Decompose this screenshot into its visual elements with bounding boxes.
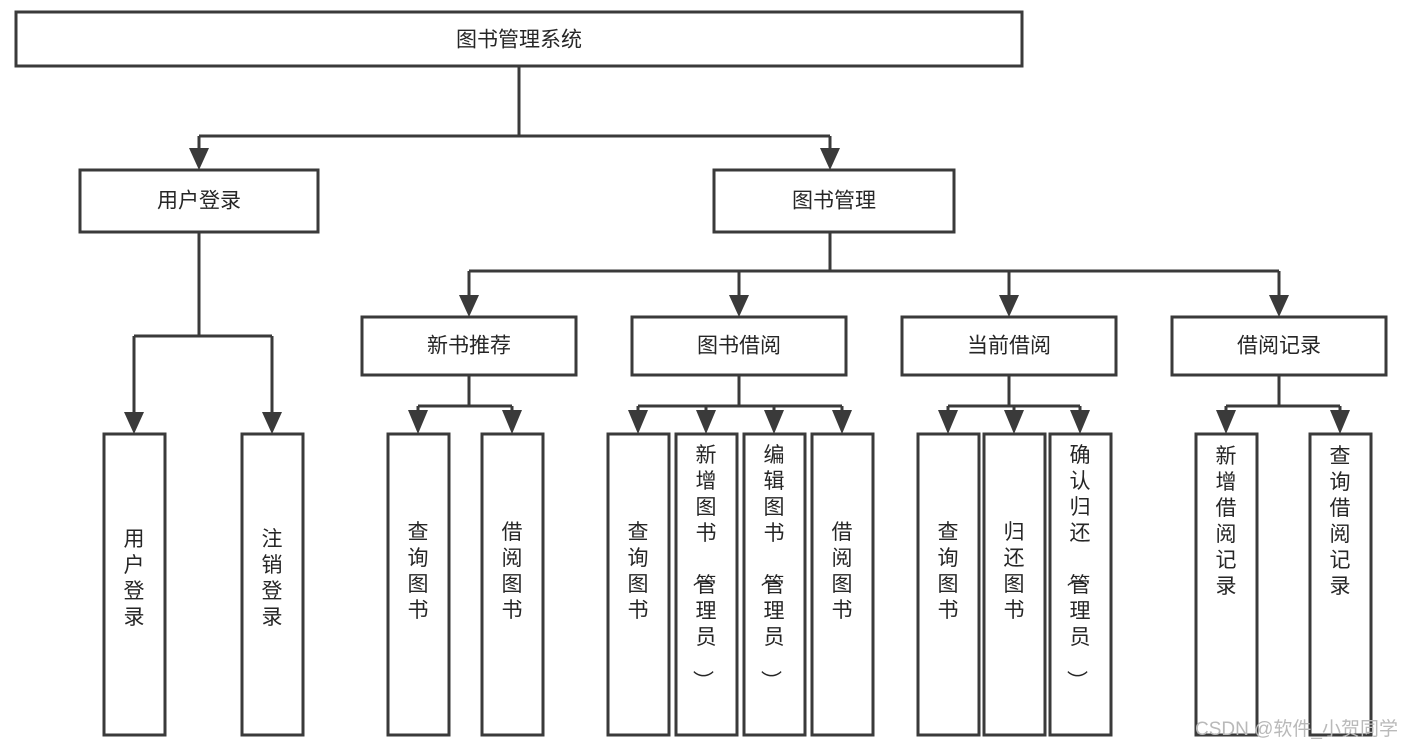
node-leaf-confirm-return-admin[interactable]: 确认归还（管理员）: [1048, 432, 1113, 737]
arrow-head-leaf-user-login: [124, 412, 144, 434]
arrow-head-leaf-edit-book-admin: [764, 410, 784, 434]
node-leaf-user-logout[interactable]: 注销登录: [240, 432, 305, 737]
node-leaf-return-book-box[interactable]: [982, 432, 1047, 737]
node-new-book-recommend-box[interactable]: [360, 315, 578, 377]
node-root-box[interactable]: [14, 10, 1024, 68]
node-book-borrow-box[interactable]: [630, 315, 848, 377]
node-leaf-query-book-new-label: 查询图书: [408, 521, 429, 622]
arrow-head-book-borrow: [729, 295, 749, 317]
node-user-login-box[interactable]: [78, 168, 320, 234]
node-leaf-borrow-book-box[interactable]: [810, 432, 875, 737]
node-leaf-edit-book-admin[interactable]: 编辑图书（管理员）: [742, 432, 807, 737]
node-leaf-add-borrow-record[interactable]: 新增借阅记录: [1194, 432, 1259, 737]
node-leaf-query-book-current-box[interactable]: [916, 432, 981, 737]
node-root[interactable]: 图书管理系统: [14, 10, 1024, 68]
node-new-book-recommend[interactable]: 新书推荐: [360, 315, 578, 377]
node-leaf-borrow-book-new-label: 借阅图书: [502, 521, 523, 622]
node-leaf-user-login-box[interactable]: [102, 432, 167, 737]
node-leaf-return-book-label: 归还图书: [1004, 521, 1025, 622]
node-leaf-add-book-admin-box[interactable]: [674, 432, 739, 737]
node-leaf-user-logout-label: 注销登录: [262, 528, 283, 629]
node-leaf-add-book-admin[interactable]: 新增图书（管理员）: [674, 432, 739, 737]
arrow-head-leaf-add-borrow-record: [1216, 410, 1236, 434]
node-user-login-label: 用户登录: [157, 190, 241, 213]
node-leaf-confirm-return-admin-label: 确认归还（管理员）: [1065, 444, 1091, 691]
csdn-watermark: CSDN @软件_小贺同学: [1195, 718, 1398, 740]
node-leaf-query-borrow-record-box[interactable]: [1308, 432, 1373, 737]
node-leaf-add-book-admin-label: 新增图书（管理员）: [691, 444, 717, 691]
node-current-borrow[interactable]: 当前借阅: [900, 315, 1118, 377]
node-book-manage-label: 图书管理: [792, 190, 876, 213]
node-leaf-borrow-book[interactable]: 借阅图书: [810, 432, 875, 737]
node-leaf-borrow-book-new-box[interactable]: [480, 432, 545, 737]
node-leaf-query-book-current-label: 查询图书: [938, 521, 959, 622]
node-leaf-query-book-borrow-label: 查询图书: [628, 521, 649, 622]
node-leaf-add-borrow-record-label: 新增借阅记录: [1216, 445, 1237, 598]
node-leaf-return-book[interactable]: 归还图书: [982, 432, 1047, 737]
arrow-head-leaf-confirm-return-admin: [1070, 410, 1090, 434]
node-leaf-query-book-borrow-box[interactable]: [606, 432, 671, 737]
node-book-manage-box[interactable]: [712, 168, 956, 234]
arrow-head-leaf-query-borrow-record: [1330, 410, 1350, 434]
node-leaf-user-login[interactable]: 用户登录: [102, 432, 167, 737]
arrow-head-new-book-recommend: [459, 295, 479, 317]
node-leaf-query-book-new-box[interactable]: [386, 432, 451, 737]
arrow-head-leaf-borrow-book-new: [502, 410, 522, 434]
arrow-head-leaf-add-book-admin: [696, 410, 716, 434]
node-leaf-add-borrow-record-box[interactable]: [1194, 432, 1259, 737]
node-leaf-user-logout-box[interactable]: [240, 432, 305, 737]
node-current-borrow-box[interactable]: [900, 315, 1118, 377]
arrow-head-current-borrow: [999, 295, 1019, 317]
arrow-head-user-login: [189, 148, 209, 170]
node-leaf-query-borrow-record[interactable]: 查询借阅记录: [1308, 432, 1373, 737]
node-user-login[interactable]: 用户登录: [78, 168, 320, 234]
node-leaf-confirm-return-admin-box[interactable]: [1048, 432, 1113, 737]
node-leaf-query-book-borrow[interactable]: 查询图书: [606, 432, 671, 737]
node-leaf-edit-book-admin-box[interactable]: [742, 432, 807, 737]
node-leaf-borrow-book-label: 借阅图书: [832, 521, 853, 622]
arrow-head-leaf-borrow-book: [832, 410, 852, 434]
arrow-head-leaf-return-book: [1004, 410, 1024, 434]
node-leaf-borrow-book-new[interactable]: 借阅图书: [480, 432, 545, 737]
node-book-manage[interactable]: 图书管理: [712, 168, 956, 234]
arrow-head-leaf-query-book-new: [408, 410, 428, 434]
arrow-head-leaf-query-book-current: [938, 410, 958, 434]
arrow-head-leaf-query-book-borrow: [628, 410, 648, 434]
arrow-head-book-manage: [820, 148, 840, 170]
node-current-borrow-label: 当前借阅: [967, 335, 1051, 358]
node-borrow-record[interactable]: 借阅记录: [1170, 315, 1388, 377]
node-leaf-edit-book-admin-label: 编辑图书（管理员）: [759, 444, 785, 691]
node-leaf-query-book-current[interactable]: 查询图书: [916, 432, 981, 737]
node-root-label: 图书管理系统: [456, 29, 582, 52]
node-leaf-user-login-label: 用户登录: [124, 528, 145, 629]
node-new-book-recommend-label: 新书推荐: [427, 335, 511, 358]
node-borrow-record-label: 借阅记录: [1237, 335, 1321, 358]
arrow-head-borrow-record: [1269, 295, 1289, 317]
node-leaf-query-book-new[interactable]: 查询图书: [386, 432, 451, 737]
node-book-borrow-label: 图书借阅: [697, 335, 781, 358]
node-leaf-query-borrow-record-label: 查询借阅记录: [1330, 445, 1351, 598]
connector-layer: [124, 66, 1350, 434]
node-borrow-record-box[interactable]: [1170, 315, 1388, 377]
node-book-borrow[interactable]: 图书借阅: [630, 315, 848, 377]
arrow-head-leaf-user-logout: [262, 412, 282, 434]
